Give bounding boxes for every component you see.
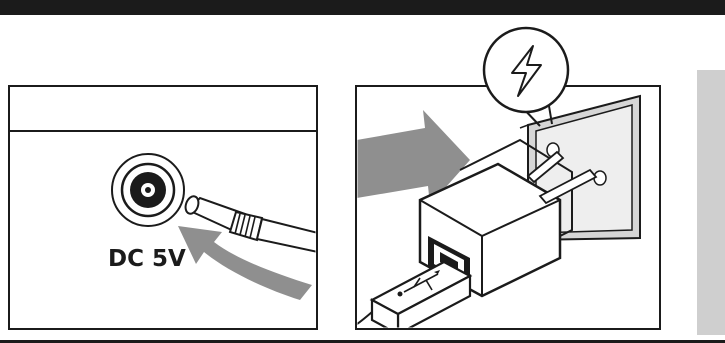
- barrel-plug-icon: [184, 195, 316, 253]
- header-bar: [0, 0, 725, 15]
- panel-header-divider: [10, 130, 316, 132]
- usb-cable-icon: [357, 260, 473, 328]
- insert-arrow-icon: [357, 110, 470, 205]
- dc-power-jack-icon: [111, 153, 185, 227]
- usb-wall-adapter-icon: [418, 138, 598, 298]
- insert-arrow-icon: [178, 226, 312, 300]
- port-label: DC 5V: [108, 246, 186, 272]
- side-tab: [697, 70, 725, 335]
- lightning-bolt-icon: [482, 26, 570, 127]
- bottom-rule: [0, 340, 725, 343]
